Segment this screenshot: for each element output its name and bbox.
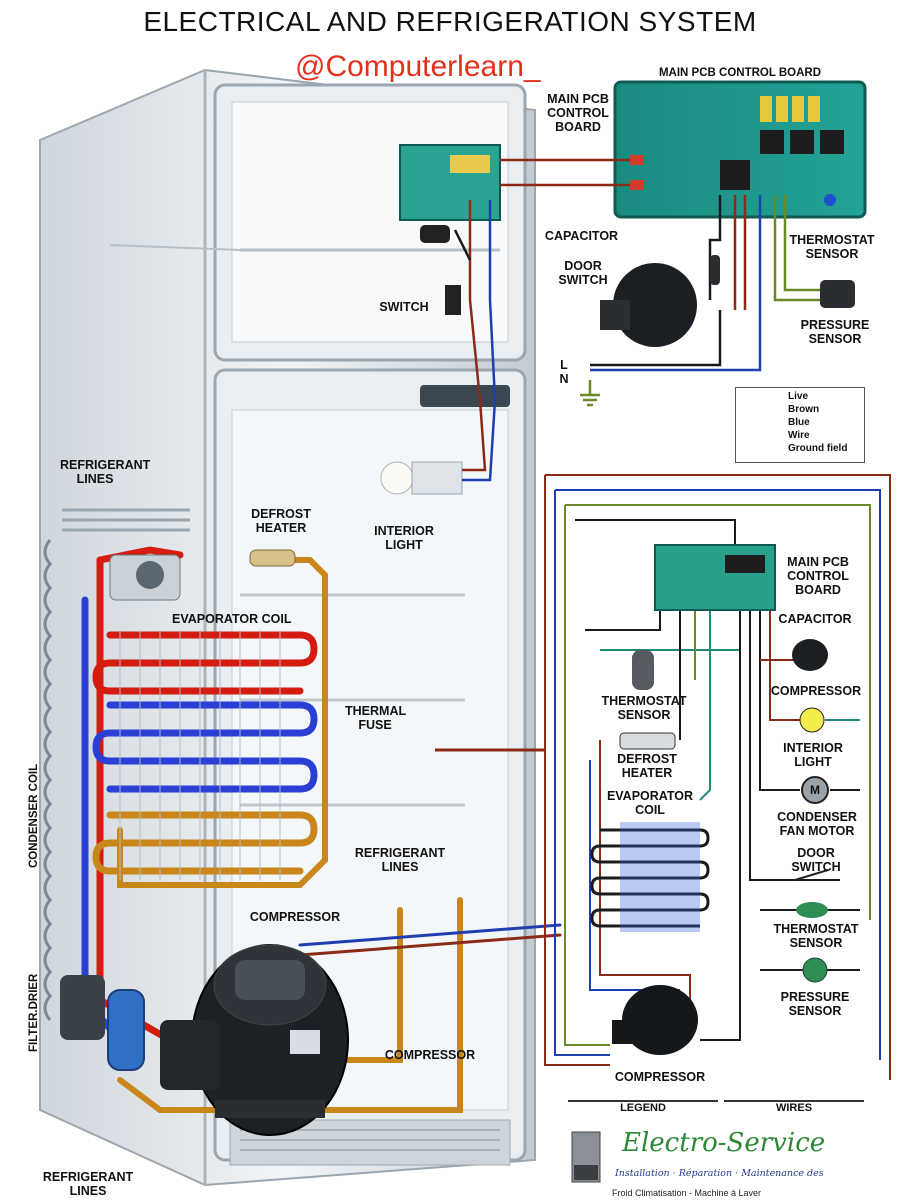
motor-letter: M xyxy=(810,783,820,797)
schematic-pcb-label: MAIN PCB CONTROL BOARD xyxy=(787,555,849,597)
brand-tagline-2: Froid Climatisation - Machine à Laver xyxy=(612,1188,762,1198)
schematic-heater-label: DEFROST HEATER xyxy=(617,752,677,780)
schematic-heater-graphic xyxy=(619,732,676,750)
schematic-pcb-graphic xyxy=(654,544,776,611)
compressor-top-label: COMPRESSOR xyxy=(249,910,341,924)
refrigerant-lines-mid-label: REFRIGERANT LINES xyxy=(354,846,446,874)
interior-light-label: INTERIOR LIGHT xyxy=(374,524,434,552)
thermal-fuse-label: THERMAL FUSE xyxy=(345,704,407,732)
schematic-thermostat2-label: THERMOSTAT SENSOR xyxy=(773,922,859,950)
legend-item: Blue xyxy=(788,417,810,428)
fridge-pcb-graphic xyxy=(399,144,501,315)
brand-name: Electro-Service xyxy=(622,1128,826,1158)
schematic-compressor-label: COMPRESSOR xyxy=(614,1070,706,1084)
legend-box: Live Brown Blue Wire Ground field xyxy=(735,387,865,463)
schematic-thermostat-graphic xyxy=(632,650,654,690)
condenser-coil-label: CONDENSER COIL xyxy=(28,763,40,868)
condenser-coil-graphic xyxy=(43,508,190,1021)
legend-item: Brown xyxy=(788,404,820,415)
defrost-heater-graphic xyxy=(249,549,296,567)
brand-tagline: Installation · Réparation · Maintenance … xyxy=(615,1168,824,1179)
schematic-capacitor-graphic xyxy=(792,639,828,671)
schematic-door-switch-graphic xyxy=(794,869,829,881)
top-pcb-title: MAIN PCB CONTROL BOARD xyxy=(658,67,822,79)
top-thermostat-label: THERMOSTAT SENSOR xyxy=(789,233,875,261)
author-handle: @Computerlearn_ xyxy=(295,50,541,83)
washing-machine-icon xyxy=(571,1131,601,1183)
legend-item: Live xyxy=(788,391,809,402)
schematic-light-graphic xyxy=(799,707,825,733)
schematic-capacitor-label: CAPACITOR xyxy=(778,612,852,626)
top-pressure-label: PRESSURE SENSOR xyxy=(800,318,870,346)
schematic-pressure-label: PRESSURE SENSOR xyxy=(780,990,850,1018)
footer-wires-tab: WIRES xyxy=(724,1100,864,1116)
footer-legend-tab: LEGEND xyxy=(568,1100,718,1116)
schematic-evaporator-label: EVAPORATOR COIL xyxy=(606,789,694,817)
defrost-heater-label: DEFROST HEATER xyxy=(251,507,311,535)
evaporator-coil-label: EVAPORATOR COIL xyxy=(172,612,292,626)
top-capacitor-label: CAPACITOR xyxy=(544,229,619,243)
refrigerant-lines-bottom-label: REFRIGERANT LINES xyxy=(42,1170,134,1198)
top-pressure-sensor-graphic xyxy=(820,280,855,308)
schematic-wires xyxy=(435,474,891,1080)
schematic-evaporator-graphic xyxy=(590,822,710,932)
page-title: ELECTRICAL AND REFRIGERATION SYSTEM xyxy=(143,6,757,37)
legend-item: Wire xyxy=(788,430,810,441)
schematic-thermostat2-graphic xyxy=(796,902,828,918)
evaporator-coil-graphic xyxy=(92,629,318,881)
line-n-label: N xyxy=(559,372,569,386)
fridge-light-graphic xyxy=(380,461,463,495)
main-pcb-graphic xyxy=(613,80,867,219)
line-l-label: L xyxy=(560,358,568,372)
schematic-light-label: INTERIOR LIGHT xyxy=(783,741,843,769)
schematic-pressure-graphic xyxy=(802,957,828,983)
fan-unit xyxy=(109,554,181,601)
schematic-fan-motor-label: CONDENSER FAN MOTOR xyxy=(777,810,857,838)
top-compressor-graphic xyxy=(600,255,720,347)
top-pcb-side-label: MAIN PCB CONTROL BOARD xyxy=(547,92,609,134)
legend-item: Ground field xyxy=(788,443,848,454)
fridge-compressor-graphic xyxy=(160,944,349,1136)
switch-label: SWITCH xyxy=(379,300,429,314)
schematic-door-switch-label: DOOR SWITCH xyxy=(791,846,841,874)
schematic-thermostat-label: THERMOSTAT SENSOR xyxy=(601,694,687,722)
schematic-compressor-graphic xyxy=(612,985,698,1055)
schematic-motor-graphic xyxy=(801,776,829,804)
schematic-compressor-small-label: COMPRESSOR xyxy=(770,684,862,698)
top-door-switch-label: DOOR SWITCH xyxy=(558,259,608,287)
filter-drier-label: FILTER.DRIER xyxy=(28,973,40,1052)
refrigerant-lines-top-label: REFRIGERANT LINES xyxy=(60,458,151,486)
filter-drier-graphic xyxy=(60,975,145,1071)
compressor-bottom-label: COMPRESSOR xyxy=(384,1048,476,1062)
